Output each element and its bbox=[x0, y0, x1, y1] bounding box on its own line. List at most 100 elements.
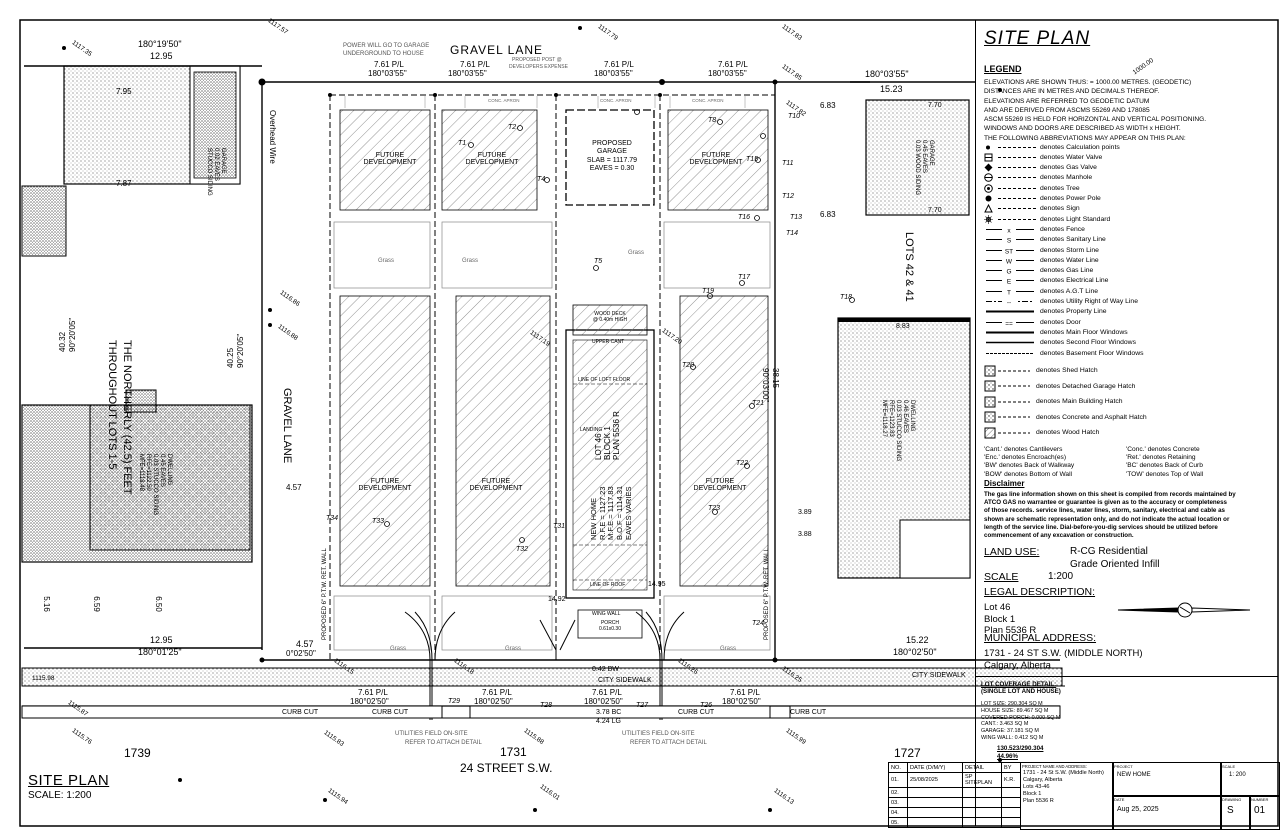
legend-item-label: denotes Gas Valve bbox=[1040, 164, 1097, 172]
grass-4: Grass bbox=[390, 646, 407, 652]
tree-t20: T20 bbox=[682, 362, 695, 369]
legend-item-main-win: denotes Main Floor Windows bbox=[984, 327, 1128, 337]
curb-cut-4: CURB CUT bbox=[790, 709, 827, 716]
wing-wall-label: WING WALL bbox=[592, 611, 621, 617]
pl-bot-1: 7.61 P/L bbox=[358, 688, 388, 697]
tree-t22: T22 bbox=[736, 460, 749, 467]
legend-item-label: denotes Calculation points bbox=[1040, 143, 1120, 151]
tree-t27: T27 bbox=[636, 702, 649, 709]
pl-bot-2b: 180°02'50" bbox=[474, 697, 513, 706]
legend-item-second-win: denotes Second Floor Windows bbox=[984, 338, 1136, 348]
sign-icon bbox=[984, 204, 1036, 213]
top-right-bearing: 180°03'55" bbox=[865, 69, 909, 79]
conc-apron-3: CONC. APRON bbox=[692, 98, 724, 103]
tree-t17: T17 bbox=[738, 274, 751, 281]
north-arrow bbox=[1117, 602, 1251, 618]
post-note: PROPOSED POST @ bbox=[512, 57, 562, 63]
svg-text:T: T bbox=[1007, 289, 1011, 296]
coverage-sub: (SINGLE LOT AND HOUSE) bbox=[981, 688, 1061, 695]
legend-item-door: ==denotes Door bbox=[984, 317, 1081, 327]
addr-1731: 1731 bbox=[500, 745, 527, 759]
overhead-wire: Overhead Wire bbox=[268, 110, 277, 164]
panel-title: SITE PLAN bbox=[984, 28, 1091, 49]
lane-label: GRAVEL LANE bbox=[450, 43, 544, 57]
electric-icon: E bbox=[984, 276, 1036, 286]
pl-top-2b: 180°03'55" bbox=[448, 69, 487, 78]
gas-valve-icon bbox=[984, 163, 1036, 172]
lg-label: 4.24 LG bbox=[596, 718, 621, 725]
svg-text:W: W bbox=[1006, 258, 1013, 265]
tree-t29: T29 bbox=[448, 698, 461, 705]
dim-457: 4.57 bbox=[296, 639, 314, 649]
legend-item-label: denotes Power Pole bbox=[1040, 195, 1101, 202]
water-icon: W bbox=[984, 255, 1036, 265]
tree-t21: T21 bbox=[752, 400, 765, 407]
legend-item-label: denotes Light Standard bbox=[1040, 215, 1111, 223]
conc-apron-2: CONC. APRON bbox=[600, 98, 632, 103]
pl-bot-3: 7.61 P/L bbox=[592, 688, 622, 697]
tree-t23: T23 bbox=[708, 505, 721, 512]
tree-t1: T1 bbox=[458, 140, 467, 147]
municipal-heading: MUNICIPAL ADDRESS: bbox=[984, 632, 1097, 644]
tree-t33: T33 bbox=[372, 518, 385, 525]
dim-1495: 14.95 bbox=[648, 581, 666, 588]
scale-label: SCALE bbox=[984, 571, 1019, 583]
hatch-swatch-icon bbox=[984, 380, 1030, 392]
curb-cut-1: CURB CUT bbox=[282, 709, 319, 716]
dim-457b: 0°02'50" bbox=[286, 649, 316, 658]
pl-top-2: 7.61 P/L bbox=[460, 60, 490, 69]
hatch-swatch-icon bbox=[984, 396, 1030, 407]
tree-t2: T2 bbox=[508, 124, 517, 131]
pl-top-3b: 180°03'55" bbox=[594, 69, 633, 78]
pl-bot-1b: 180°02'50" bbox=[350, 697, 389, 706]
gas-icon: G bbox=[984, 266, 1036, 276]
grass-5: Grass bbox=[505, 646, 522, 652]
legend-item-label: denotes Property Line bbox=[1040, 308, 1107, 316]
title-block: NO. DATE (D/M/Y) DETAIL BY 01.25/08/2025… bbox=[888, 762, 1280, 830]
tree-t15: T15 bbox=[746, 156, 759, 163]
tb-cell: K.R. bbox=[1001, 772, 1021, 788]
legend-notes: ELEVATIONS ARE SHOWN THUS: = 1000.00 MET… bbox=[984, 79, 1207, 142]
top-left-bearing: 180°19'50" bbox=[138, 39, 182, 49]
legend-hatch-label: denotes Main Building Hatch bbox=[1036, 398, 1123, 405]
tree-t13: T13 bbox=[790, 214, 803, 221]
lot-coverage-box: LOT COVERAGE DETAIL: (SINGLE LOT AND HOU… bbox=[975, 676, 1278, 763]
legend-item-label: denotes Main Floor Windows bbox=[1040, 328, 1128, 336]
addr-1727: 1727 bbox=[894, 746, 921, 760]
legend-item-label: denotes Storm Line bbox=[1040, 246, 1099, 254]
legend-item-label: denotes Water Valve bbox=[1040, 153, 1103, 161]
abbrev-right: 'Conc.' denotes Concrete'Ret.' denotes R… bbox=[1126, 446, 1204, 478]
tb-header-date: DATE (D/M/Y) bbox=[907, 762, 963, 773]
refer-note-2: REFER TO ATTACH DETAIL bbox=[630, 740, 707, 746]
land-use-label: LAND USE: bbox=[984, 546, 1040, 558]
top-right-width: 15.23 bbox=[880, 84, 903, 94]
dim-683b: 6.83 bbox=[820, 210, 836, 219]
legend-item-label: denotes Manhole bbox=[1040, 174, 1093, 182]
pl-bot-2: 7.61 P/L bbox=[482, 688, 512, 697]
dot-icon bbox=[984, 143, 1036, 152]
tree-t18: T18 bbox=[840, 294, 853, 301]
legend-hatch: denotes Main Building Hatch bbox=[984, 395, 1123, 408]
hatch-swatch-icon bbox=[984, 427, 1030, 438]
future-dev-3: FUTURE DEVELOPMENT bbox=[689, 152, 743, 166]
sidewalk-label: CITY SIDEWALK bbox=[598, 677, 652, 684]
refer-note-1: REFER TO ATTACH DETAIL bbox=[405, 740, 482, 746]
curb-cut-3: CURB CUT bbox=[678, 709, 715, 716]
fence-icon: x bbox=[984, 224, 1036, 234]
legend-item-label: denotes Door bbox=[1040, 318, 1081, 326]
dim-1492: 14.92 bbox=[548, 596, 566, 603]
row-icon: -- bbox=[984, 297, 1036, 306]
tree-t28: T28 bbox=[540, 702, 553, 709]
